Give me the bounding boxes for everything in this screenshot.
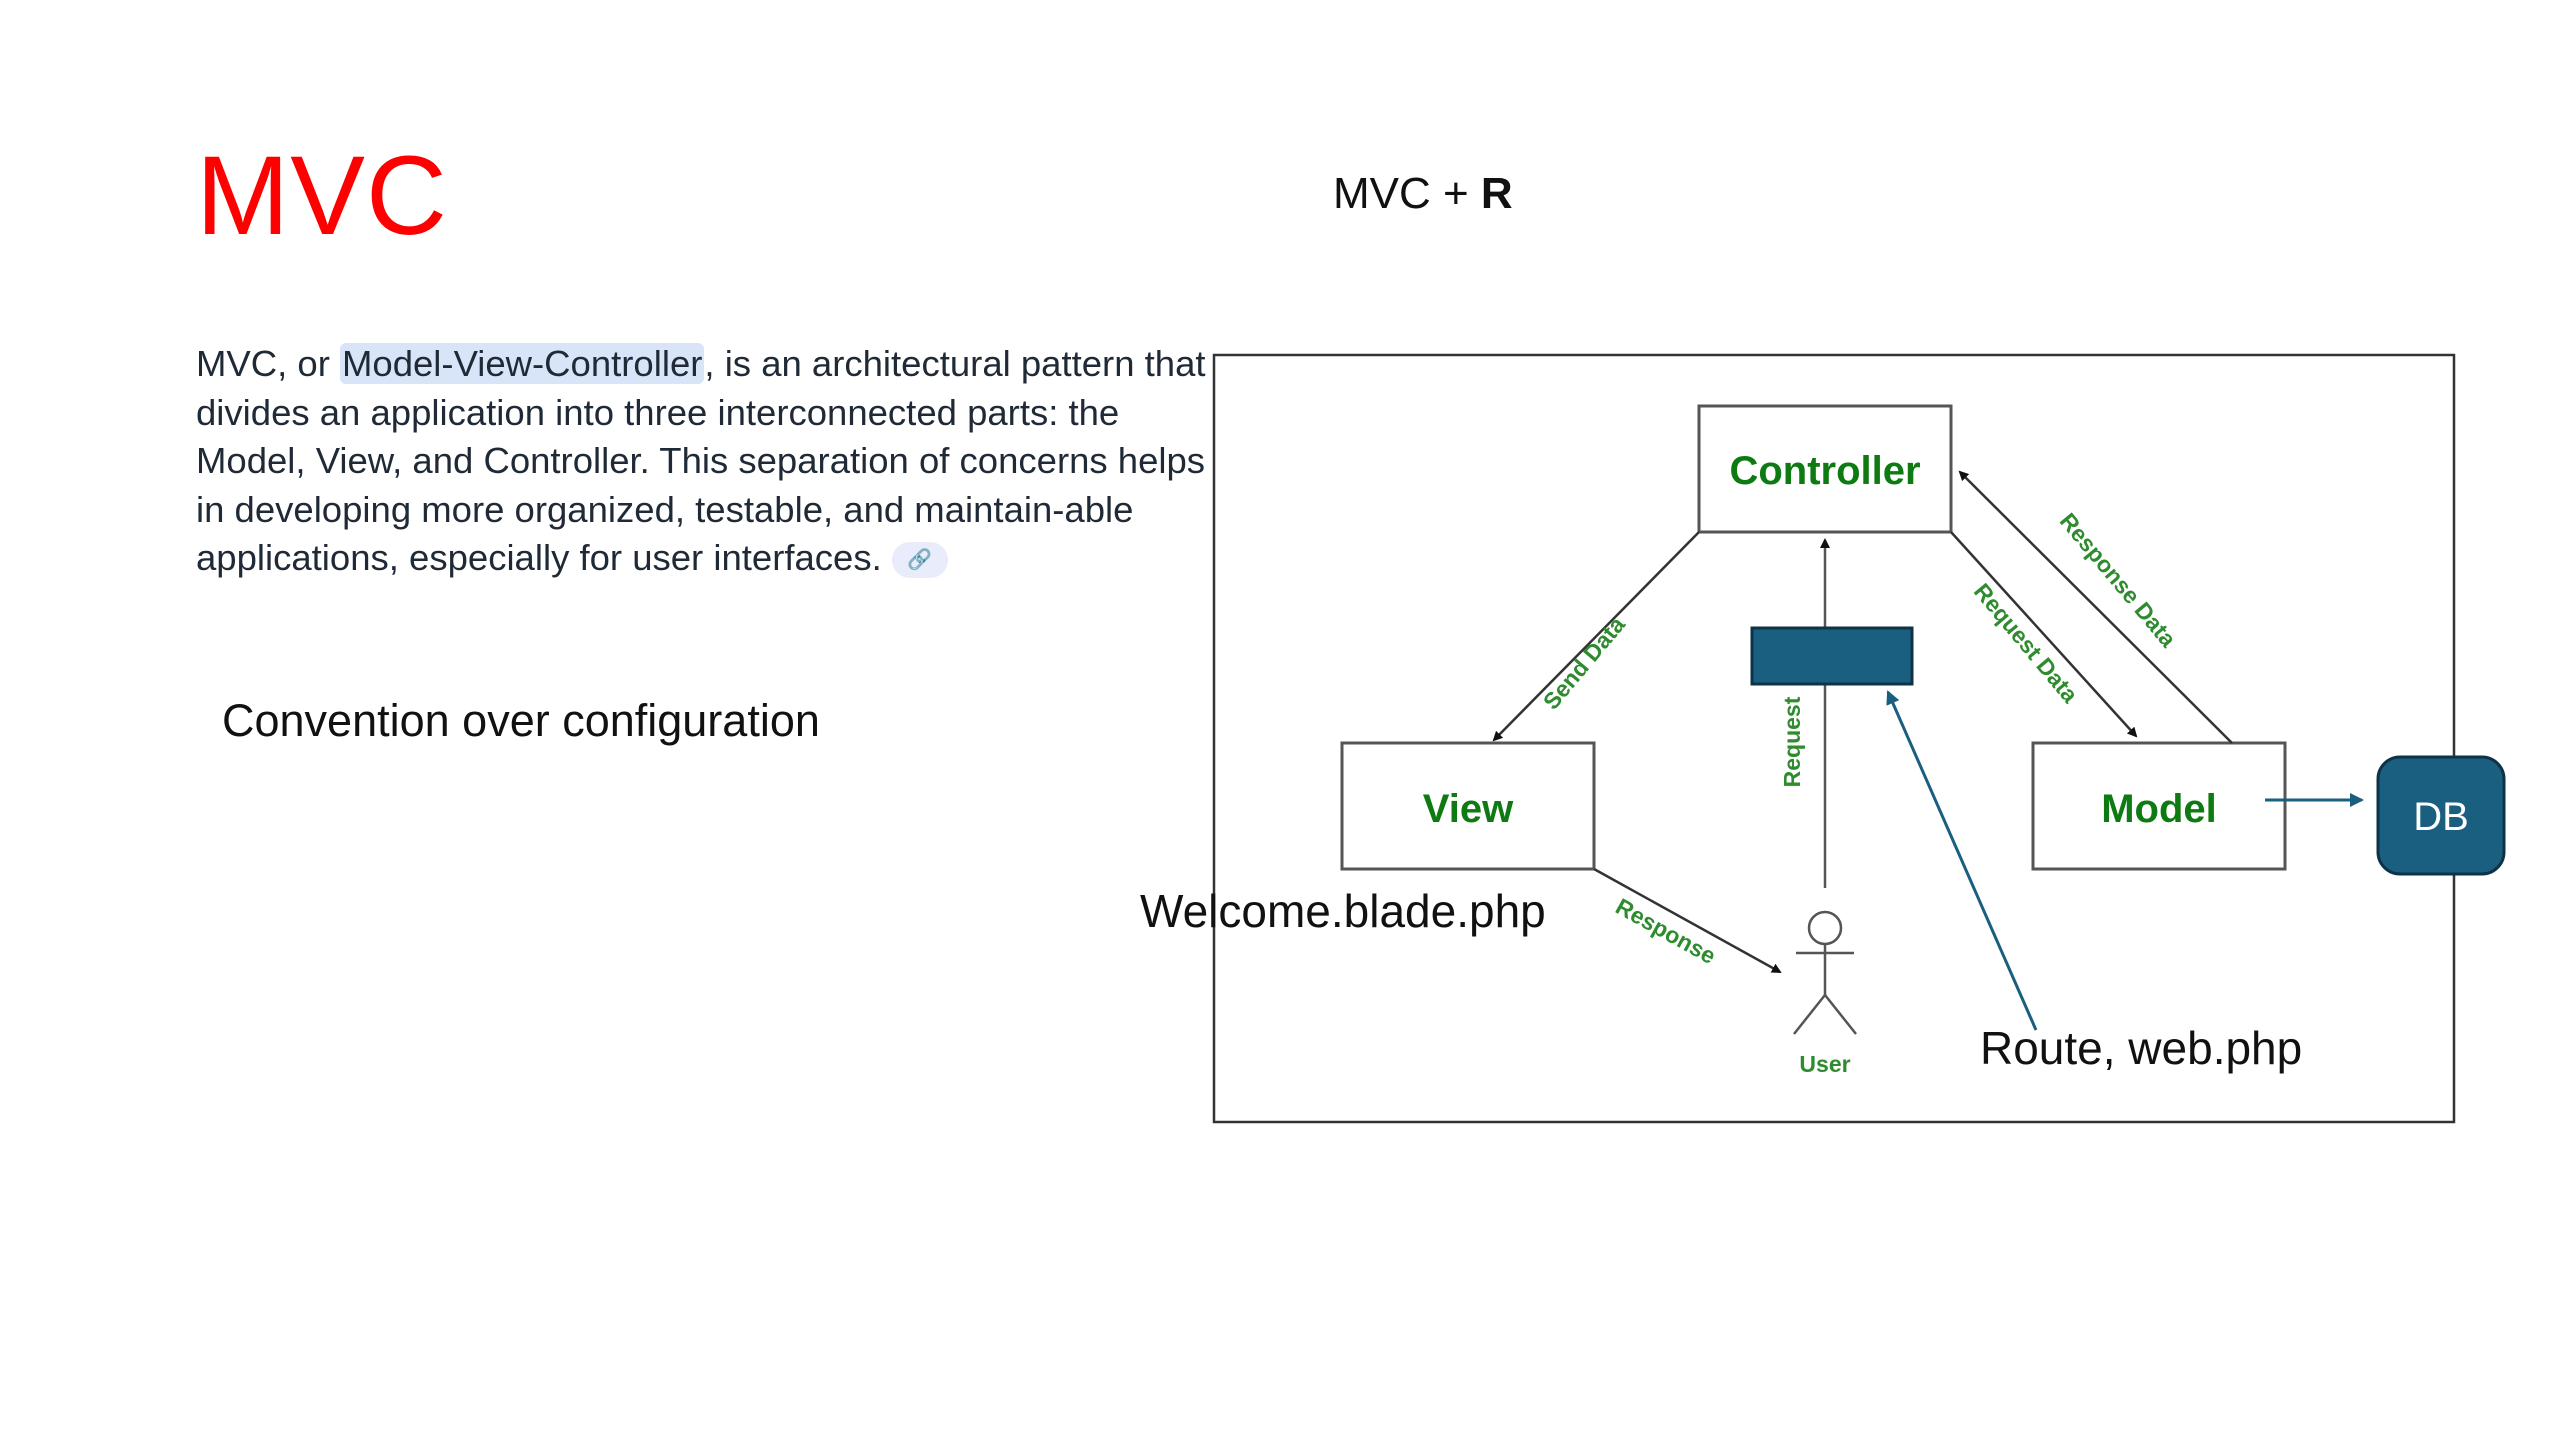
view-label: View <box>1423 787 1514 831</box>
para-after: , is an architectural pattern that divid… <box>196 343 1206 578</box>
highlighted-term[interactable]: Model-View-Controller <box>340 343 705 384</box>
db-node: DB <box>2376 755 2506 876</box>
route-file-annotation: Route, web.php <box>1980 1022 2303 1074</box>
controller-node: Controller <box>1697 404 1953 534</box>
route-arrow <box>1886 690 2038 1031</box>
request-data-arrow <box>1950 531 2138 738</box>
user-icon <box>1793 910 1857 1035</box>
mvc-description: MVC, or Model-View-Controller, is an arc… <box>196 340 1206 583</box>
send-data-label: Send Data <box>1538 611 1630 714</box>
send-data-arrow <box>1492 531 1700 742</box>
link-icon[interactable]: 🔗 <box>891 542 948 579</box>
response-data-arrow <box>1958 470 2233 744</box>
route-block <box>1750 626 1914 686</box>
diagram-frame <box>1212 353 2456 1124</box>
request-label: Request <box>1779 696 1805 787</box>
para-before: MVC, or <box>196 343 340 384</box>
model-node: Model <box>2031 741 2287 871</box>
subtitle-bold: R <box>1480 169 1513 218</box>
subtitle-prefix: MVC + <box>1333 169 1481 218</box>
user-label: User <box>1799 1051 1850 1077</box>
db-label: DB <box>2413 795 2469 839</box>
request-data-label: Request Data <box>1969 578 2084 707</box>
slide-title: MVC <box>196 133 448 258</box>
controller-label: Controller <box>1729 449 1920 493</box>
view-file-annotation: Welcome.blade.php <box>1140 885 1546 937</box>
convention-note: Convention over configuration <box>222 695 820 746</box>
response-arrow <box>1593 867 1782 974</box>
model-label: Model <box>2101 787 2217 831</box>
view-node: View <box>1340 741 1596 871</box>
slide-subtitle: MVC + R <box>1333 172 1513 216</box>
